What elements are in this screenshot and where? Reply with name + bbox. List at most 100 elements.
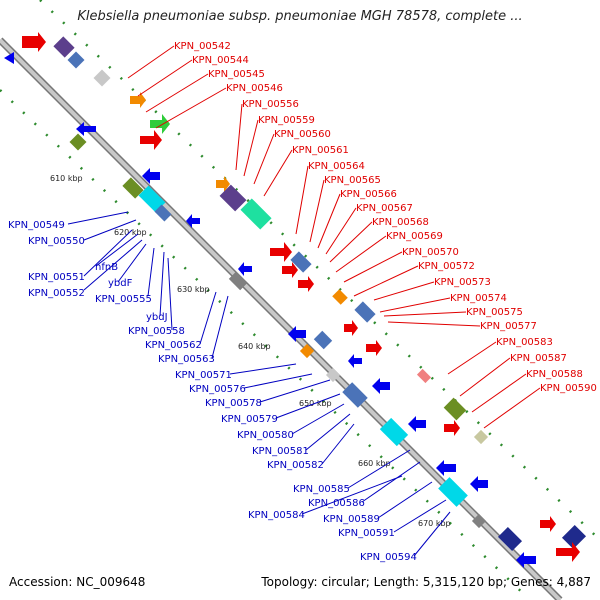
gene-label[interactable]: KPN_00563 [158,354,215,365]
gene-label[interactable]: KPN_00575 [466,307,523,318]
gene-label[interactable]: KPN_00574 [450,293,507,304]
gene-arrow[interactable] [22,32,46,52]
gene-block[interactable] [290,251,312,273]
gene-arrow[interactable] [470,476,488,492]
gene-label[interactable]: nfnB [95,262,118,273]
gene-arrow[interactable] [76,122,96,136]
gene-label[interactable]: KPN_00590 [540,383,597,394]
gene-arrow[interactable] [150,114,170,134]
gene-block[interactable] [561,524,587,550]
gene-block[interactable] [138,185,166,213]
gene-block[interactable] [53,36,75,58]
gene-label[interactable]: KPN_00558 [128,326,185,337]
gene-label[interactable]: KPN_00580 [237,430,294,441]
gene-label[interactable]: KPN_00549 [8,220,65,231]
gene-label[interactable]: KPN_00589 [323,514,380,525]
gene-arrow[interactable] [444,420,460,436]
gene-block[interactable] [154,204,172,222]
gene-label[interactable]: KPN_00567 [356,203,413,214]
gene-label[interactable]: KPN_00581 [252,446,309,457]
gene-arrow[interactable] [282,262,298,278]
gene-arrow[interactable] [238,262,252,276]
gene-label[interactable]: ybdF [108,278,133,289]
accession-text: Accession: NC_009648 [9,575,146,589]
gene-label[interactable]: KPN_00555 [95,294,152,305]
gene-arrow[interactable] [372,378,390,394]
gene-label[interactable]: KPN_00588 [526,369,583,380]
gene-block[interactable] [313,330,333,350]
gene-arrow[interactable] [270,242,292,262]
gene-label[interactable]: KPN_00545 [208,69,265,80]
gene-label[interactable]: KPN_00583 [496,337,553,348]
gene-arrow[interactable] [344,320,358,336]
gene-block[interactable] [325,367,341,383]
gene-arrow[interactable] [186,214,200,228]
gene-label[interactable]: KPN_00585 [293,484,350,495]
gene-label[interactable]: KPN_00566 [340,189,397,200]
gene-arrow[interactable] [556,542,580,562]
gene-label[interactable]: KPN_00562 [145,340,202,351]
gene-block[interactable] [416,368,432,384]
gene-label[interactable]: KPN_00582 [267,460,324,471]
gene-arrow[interactable] [408,416,426,432]
gene-label[interactable]: KPN_00546 [226,83,283,94]
gene-label[interactable]: KPN_00544 [192,55,249,66]
gene-label[interactable]: KPN_00579 [221,414,278,425]
gene-label[interactable]: KPN_00569 [386,231,443,242]
gene-block[interactable] [67,51,85,69]
gene-block[interactable] [69,133,87,151]
gene-block[interactable] [228,271,248,291]
gene-label[interactable]: KPN_00587 [510,353,567,364]
gene-arrow[interactable] [298,276,314,292]
gene-label[interactable]: KPN_00571 [175,370,232,381]
gene-label[interactable]: KPN_00550 [28,236,85,247]
gene-label[interactable]: KPN_00551 [28,272,85,283]
gene-label[interactable]: KPN_00565 [324,175,381,186]
gene-arrow[interactable] [540,516,556,532]
gene-arrow[interactable] [4,52,14,64]
gene-block[interactable] [93,69,111,87]
gene-label[interactable]: KPN_00572 [418,261,475,272]
gene-arrow[interactable] [140,130,162,150]
gene-label[interactable]: KPN_00542 [174,41,231,52]
gene-label[interactable]: KPN_00570 [402,247,459,258]
gene-block[interactable] [240,198,272,230]
gene-arrow[interactable] [366,340,382,356]
gene-arrow[interactable] [516,552,536,568]
gene-label[interactable]: KPN_00552 [28,288,85,299]
gene-block[interactable] [332,289,348,305]
gene-label[interactable]: KPN_00584 [248,510,305,521]
gene-block[interactable] [443,397,467,421]
gene-label[interactable]: KPN_00559 [258,115,315,126]
forward-leader-lines [127,45,541,429]
gene-label[interactable]: ybdJ [146,312,168,323]
gene-label[interactable]: KPN_00578 [205,398,262,409]
gene-block[interactable] [497,526,523,552]
gene-arrow[interactable] [130,92,146,108]
gene-block[interactable] [379,417,409,447]
gene-label[interactable]: KPN_00586 [308,498,365,509]
gene-arrow[interactable] [348,354,362,368]
gene-block[interactable] [122,177,144,199]
gene-block[interactable] [471,513,487,529]
gene-label[interactable]: KPN_00556 [242,99,299,110]
gene-label[interactable]: KPN_00564 [308,161,365,172]
gene-label[interactable]: KPN_00573 [434,277,491,288]
gene-arrow[interactable] [436,460,456,476]
gene-label[interactable]: KPN_00561 [292,145,349,156]
gene-label[interactable]: KPN_00594 [360,552,417,563]
gene-block[interactable] [342,382,368,408]
gene-arrow[interactable] [216,176,230,192]
gene-label[interactable]: KPN_00568 [372,217,429,228]
gene-block[interactable] [219,184,247,212]
gene-label[interactable]: KPN_00591 [338,528,395,539]
gene-block[interactable] [299,343,315,359]
gene-label[interactable]: KPN_00560 [274,129,331,140]
gene-label[interactable]: KPN_00576 [189,384,246,395]
gene-block[interactable] [354,301,376,323]
gene-arrow[interactable] [288,326,306,342]
gene-label[interactable]: KPN_00577 [480,321,537,332]
gene-block[interactable] [438,477,468,507]
gene-block[interactable] [473,429,489,445]
gene-arrow[interactable] [142,168,160,184]
